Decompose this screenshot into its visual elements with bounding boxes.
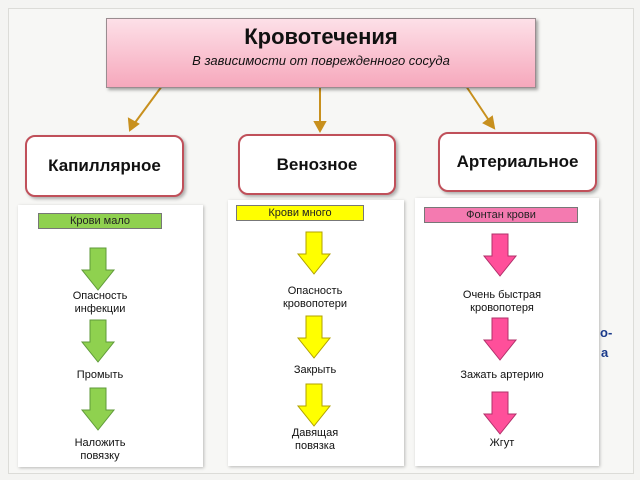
step-arterial-2: Зажать артерию [460, 369, 544, 381]
step-arterial-3: Жгут [489, 437, 515, 449]
step-capillary-2: Промыть [76, 369, 124, 381]
step-venous-3: Давящая повязка [291, 427, 339, 452]
header-venous: Крови много [236, 205, 364, 221]
diagram-title: Кровотечения [244, 24, 398, 49]
category-arterial: Артериальное [438, 132, 597, 192]
connector-to-capillary [127, 85, 163, 132]
category-capillary: Капиллярное [25, 135, 184, 197]
step-capillary-1: Опасность инфекции [72, 290, 128, 315]
down-arrow-arterial-2 [482, 317, 518, 361]
down-arrow-capillary-1 [80, 247, 116, 291]
diagram-subtitle: В зависимости от поврежденного сосуда [192, 53, 450, 68]
connector-to-venous [313, 86, 327, 134]
panel-capillary [18, 205, 203, 467]
step-capillary-3: Наложить повязку [74, 437, 126, 462]
header-capillary: Крови мало [38, 213, 162, 229]
down-arrow-capillary-3 [80, 387, 116, 431]
title-box: Кровотечения В зависимости от поврежденн… [106, 18, 536, 88]
down-arrow-arterial-1 [482, 233, 518, 277]
edge-text-2: а [601, 345, 609, 360]
down-arrow-arterial-3 [482, 391, 518, 435]
step-venous-1: Опасность кровопотери [282, 285, 347, 310]
step-arterial-1: Очень быстрая кровопотеря [462, 289, 542, 314]
down-arrow-venous-3 [296, 383, 332, 427]
down-arrow-venous-2 [296, 315, 332, 359]
down-arrow-capillary-2 [80, 319, 116, 363]
step-venous-2: Закрыть [293, 364, 337, 376]
header-arterial: Фонтан крови [424, 207, 578, 223]
edge-text-1: о- [600, 325, 613, 340]
category-venous: Венозное [238, 134, 396, 195]
connector-to-arterial [465, 85, 496, 130]
down-arrow-venous-1 [296, 231, 332, 275]
